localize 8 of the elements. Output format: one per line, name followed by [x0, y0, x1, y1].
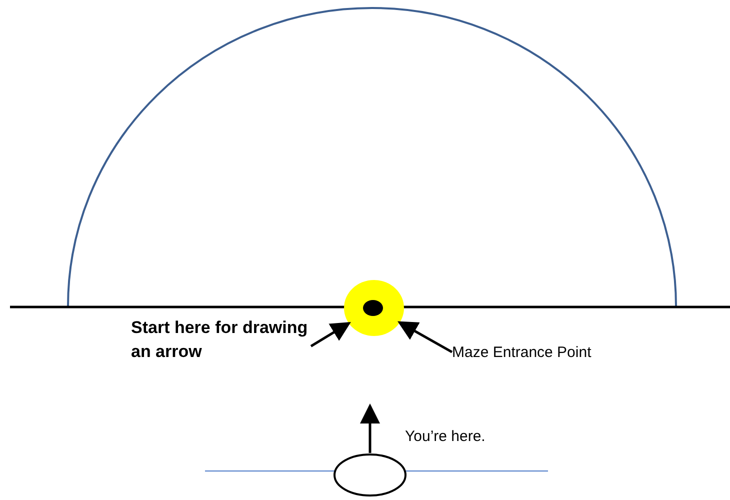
- callout-text: Maze Entrance Point: [452, 342, 622, 366]
- position-ellipse: [333, 453, 407, 497]
- caption-text: You’re here.: [405, 428, 486, 445]
- arrow: [397, 321, 453, 354]
- instruction-text: Start here for drawing an arrow: [131, 316, 311, 368]
- arrow: [360, 404, 380, 453]
- entrance-point-marker: [344, 280, 404, 336]
- arrow: [310, 322, 351, 348]
